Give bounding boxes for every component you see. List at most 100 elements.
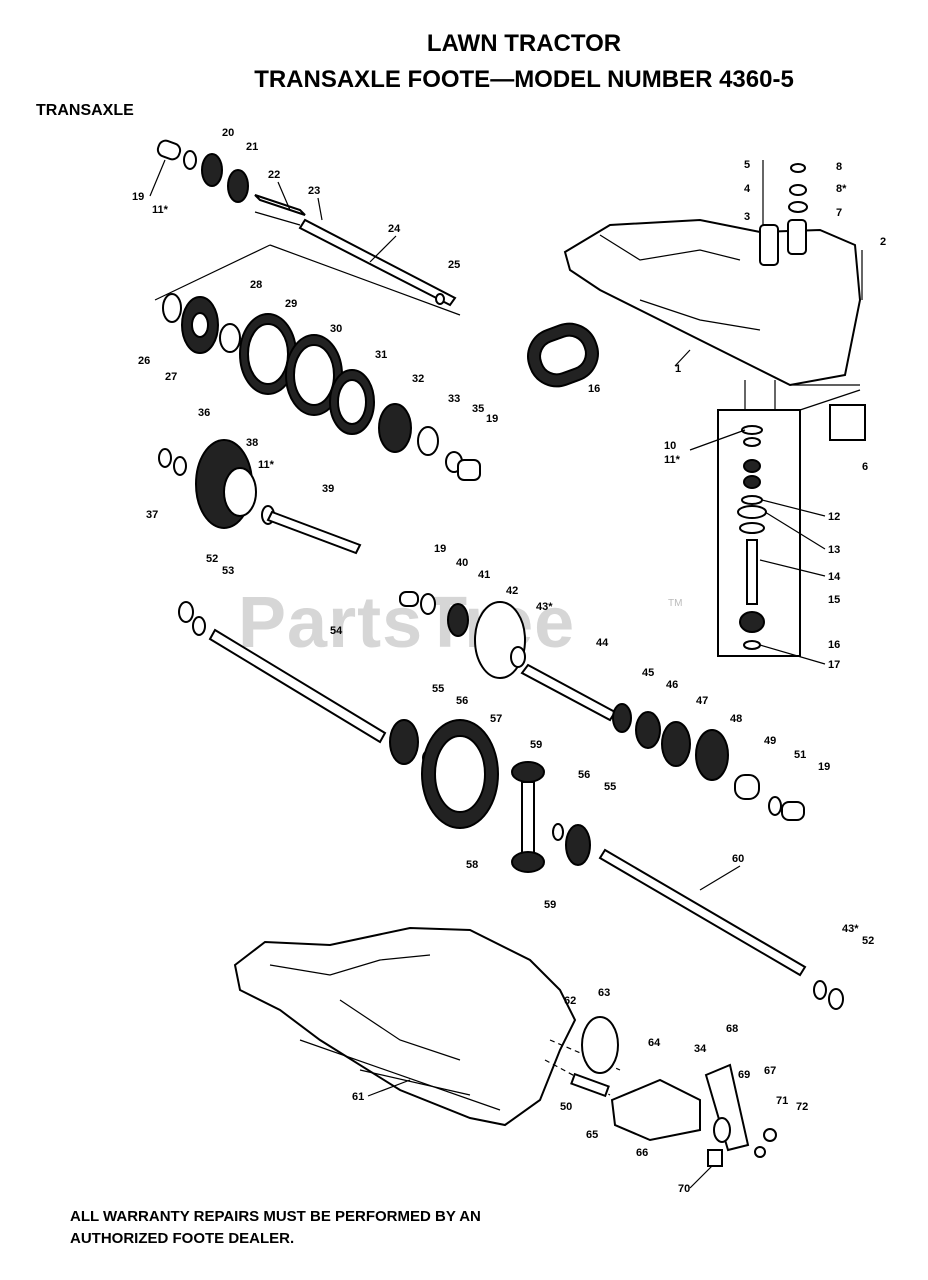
callout: 20 — [222, 127, 234, 139]
callout: 32 — [412, 373, 424, 385]
callout: 52 — [206, 553, 218, 565]
callout: 50 — [560, 1101, 572, 1113]
gear-stack-middle-left — [162, 293, 481, 481]
callout: 53 — [222, 565, 234, 577]
callout: 28 — [250, 279, 262, 291]
callout: 4 — [744, 183, 751, 195]
callout: 29 — [285, 298, 297, 310]
callout: 12 — [828, 511, 840, 523]
shift-shaft-inset — [717, 380, 801, 657]
callout: 25 — [448, 259, 460, 271]
callout: 55 — [604, 781, 616, 793]
callout: 8 — [836, 161, 842, 173]
callout: 36 — [198, 407, 210, 419]
callout: 30 — [330, 323, 342, 335]
leader-lines — [149, 159, 826, 1189]
callout-labels: 19 11* 20 21 22 23 24 25 26 27 28 29 30 … — [132, 127, 886, 1195]
callout: 24 — [388, 223, 401, 235]
callout: 42 — [506, 585, 518, 597]
callout: 63 — [598, 987, 610, 999]
callout: 43* — [536, 601, 553, 613]
warranty-note: ALL WARRANTY REPAIRS MUST BE PERFORMED B… — [70, 1206, 481, 1250]
callout: 7 — [836, 207, 842, 219]
section-label: TRANSAXLE — [36, 102, 134, 119]
drive-gear-group — [158, 439, 362, 555]
callout: 35 — [472, 403, 484, 415]
callout: 19 — [818, 761, 830, 773]
housing-lower — [233, 926, 777, 1167]
callout: 59 — [544, 899, 556, 911]
callout: 44 — [596, 637, 609, 649]
callout: 46 — [666, 679, 678, 691]
callout: 58 — [466, 859, 478, 871]
callout: 62 — [564, 995, 576, 1007]
housing-upper — [563, 160, 866, 441]
callout: 51 — [794, 749, 806, 761]
callout: 57 — [490, 713, 502, 725]
axle-left — [178, 601, 434, 766]
callout: 56 — [456, 695, 468, 707]
callout: 38 — [246, 437, 258, 449]
callout: 60 — [732, 853, 744, 865]
callout: 59 — [530, 739, 542, 751]
watermark-tm: TM — [668, 598, 683, 609]
callout: 17 — [828, 659, 840, 671]
callout: 19 — [486, 413, 498, 425]
callout: 14 — [828, 571, 841, 583]
callout: 39 — [322, 483, 334, 495]
shift-gear-shaft — [399, 591, 805, 821]
exploded-parts-diagram: 19 11* 20 21 22 23 24 25 26 27 28 29 30 … — [132, 127, 886, 1195]
callout: 61 — [352, 1091, 364, 1103]
callout: 40 — [456, 557, 468, 569]
callout: 13 — [828, 544, 840, 556]
callout: 45 — [642, 667, 654, 679]
callout: 71 — [776, 1095, 788, 1107]
shaft-assembly-upper-left — [154, 139, 461, 316]
callout: 68 — [726, 1023, 738, 1035]
callout: 27 — [165, 371, 177, 383]
callout: 49 — [764, 735, 776, 747]
callout: 54 — [330, 625, 343, 637]
callout: 48 — [730, 713, 742, 725]
callout: 70 — [678, 1183, 690, 1195]
axle-right — [598, 848, 844, 1010]
callout: 11* — [664, 454, 681, 466]
callout: 15 — [828, 594, 840, 606]
callout: 19 — [132, 191, 144, 203]
differential — [421, 719, 591, 873]
callout: 16 — [588, 383, 600, 395]
callout: 64 — [648, 1037, 661, 1049]
callout: 16 — [828, 639, 840, 651]
callout: 47 — [696, 695, 708, 707]
title-line-2: TRANSAXLE FOOTE—MODEL NUMBER 4360-5 — [254, 66, 794, 93]
callout: 41 — [478, 569, 490, 581]
callout: 67 — [764, 1065, 776, 1077]
warranty-note-line-1: ALL WARRANTY REPAIRS MUST BE PERFORMED B… — [70, 1208, 481, 1225]
callout: 21 — [246, 141, 258, 153]
callout: 8* — [836, 183, 847, 195]
callout: 37 — [146, 509, 158, 521]
callout: 2 — [880, 236, 886, 248]
callout: 31 — [375, 349, 387, 361]
callout: 5 — [744, 159, 750, 171]
callout: 11* — [152, 204, 169, 216]
callout: 72 — [796, 1101, 808, 1113]
callout: 56 — [578, 769, 590, 781]
callout: 26 — [138, 355, 150, 367]
callout: 65 — [586, 1129, 598, 1141]
callout: 52 — [862, 935, 874, 947]
callout: 6 — [862, 461, 868, 473]
callout: 43* — [842, 923, 859, 935]
callout: 69 — [738, 1069, 750, 1081]
title-line-1: LAWN TRACTOR — [426, 30, 622, 57]
callout: 11* — [258, 459, 275, 471]
callout: 66 — [636, 1147, 648, 1159]
callout: 33 — [448, 393, 460, 405]
drive-chain — [527, 322, 599, 388]
callout: 1 — [675, 363, 681, 375]
callout: 19 — [434, 543, 446, 555]
callout: 3 — [744, 211, 750, 223]
callout: 55 — [432, 683, 444, 695]
callout: 23 — [308, 185, 320, 197]
callout: 34 — [694, 1043, 707, 1055]
